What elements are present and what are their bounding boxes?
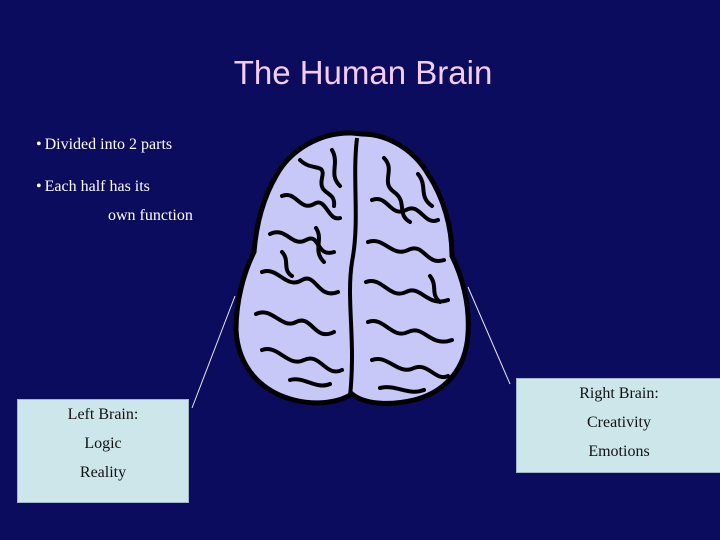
slide-title: The Human Brain <box>233 54 493 91</box>
right-box-line-2: Creativity <box>587 414 651 431</box>
left-box-line-2: Logic <box>84 435 122 452</box>
bullet-item-2: •Each half has its <box>36 178 150 196</box>
bullet-item-2-continuation: own function <box>108 207 193 224</box>
left-connector-line <box>191 295 236 409</box>
right-box-line-3: Emotions <box>588 443 650 460</box>
right-brain-box: Right Brain: Creativity Emotions <box>516 378 720 473</box>
bullet-text: Each half has its <box>44 178 150 195</box>
right-connector-line <box>467 286 511 385</box>
left-brain-box: Left Brain: Logic Reality <box>17 399 189 503</box>
left-box-line-1: Left Brain: <box>67 406 139 423</box>
bullet-item-1: •Divided into 2 parts <box>36 136 172 154</box>
right-box-line-1: Right Brain: <box>579 385 659 402</box>
bullet-dot-icon: • <box>36 178 42 195</box>
left-box-line-3: Reality <box>79 464 127 481</box>
bullet-text: Divided into 2 parts <box>44 136 173 153</box>
bullet-dot-icon: • <box>36 136 42 153</box>
